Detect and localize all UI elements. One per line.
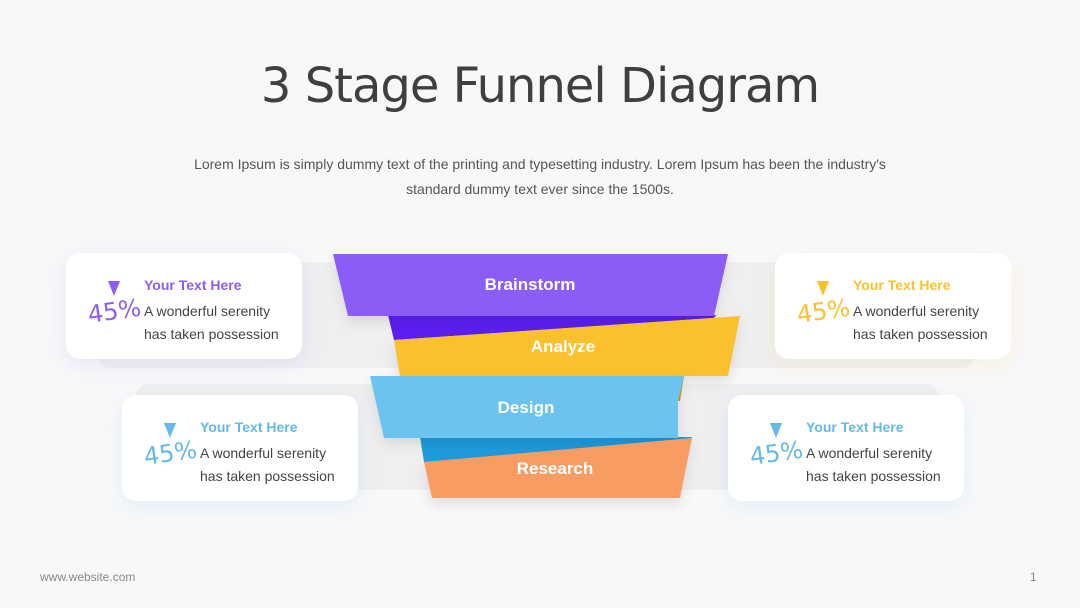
card-body: A wonderful serenity has taken possessio… <box>200 445 335 484</box>
slide-title: 3 Stage Funnel Diagram <box>260 58 820 114</box>
card-heading: Your Text Here <box>144 277 242 293</box>
arrow-down-icon <box>108 281 120 296</box>
stage-brainstorm <box>333 254 728 316</box>
stage-research <box>424 438 692 498</box>
slide-subtitle: Lorem Ipsum is simply dummy text of the … <box>194 156 886 197</box>
arrow-down-icon <box>770 423 782 438</box>
card-heading: Your Text Here <box>806 419 904 435</box>
arrow-down-icon <box>817 281 829 296</box>
card-percent: 45% <box>142 435 199 471</box>
stage-label-analyze: Analyze <box>530 337 596 356</box>
brainstorm-fold <box>388 315 716 340</box>
card-percent: 45% <box>748 435 805 471</box>
card-heading: Your Text Here <box>200 419 298 435</box>
info-card-bottom-right: 45% Your Text Here A wonderful serenity … <box>728 395 964 501</box>
card-percent: 45% <box>86 293 143 329</box>
stage-label-brainstorm: Brainstorm <box>484 275 576 294</box>
card-heading: Your Text Here <box>853 277 951 293</box>
info-card-bottom-left: 45% Your Text Here A wonderful serenity … <box>122 395 358 501</box>
footer-website: www.website.com <box>40 570 136 584</box>
stage-label-design: Design <box>497 398 555 417</box>
info-card-top-left: 45% Your Text Here A wonderful serenity … <box>66 253 302 359</box>
stage-label-research: Research <box>516 459 594 478</box>
arrow-down-icon <box>164 423 176 438</box>
footer-page-number: 1 <box>1030 570 1037 584</box>
card-body: A wonderful serenity has taken possessio… <box>806 445 941 484</box>
stage-analyze <box>394 316 740 376</box>
card-percent: 45% <box>795 293 852 329</box>
card-body: A wonderful serenity has taken possessio… <box>853 303 988 342</box>
stage-design <box>370 376 684 438</box>
design-fold <box>420 437 692 462</box>
card-body: A wonderful serenity has taken possessio… <box>144 303 279 342</box>
info-card-top-right: 45% Your Text Here A wonderful serenity … <box>775 253 1011 359</box>
